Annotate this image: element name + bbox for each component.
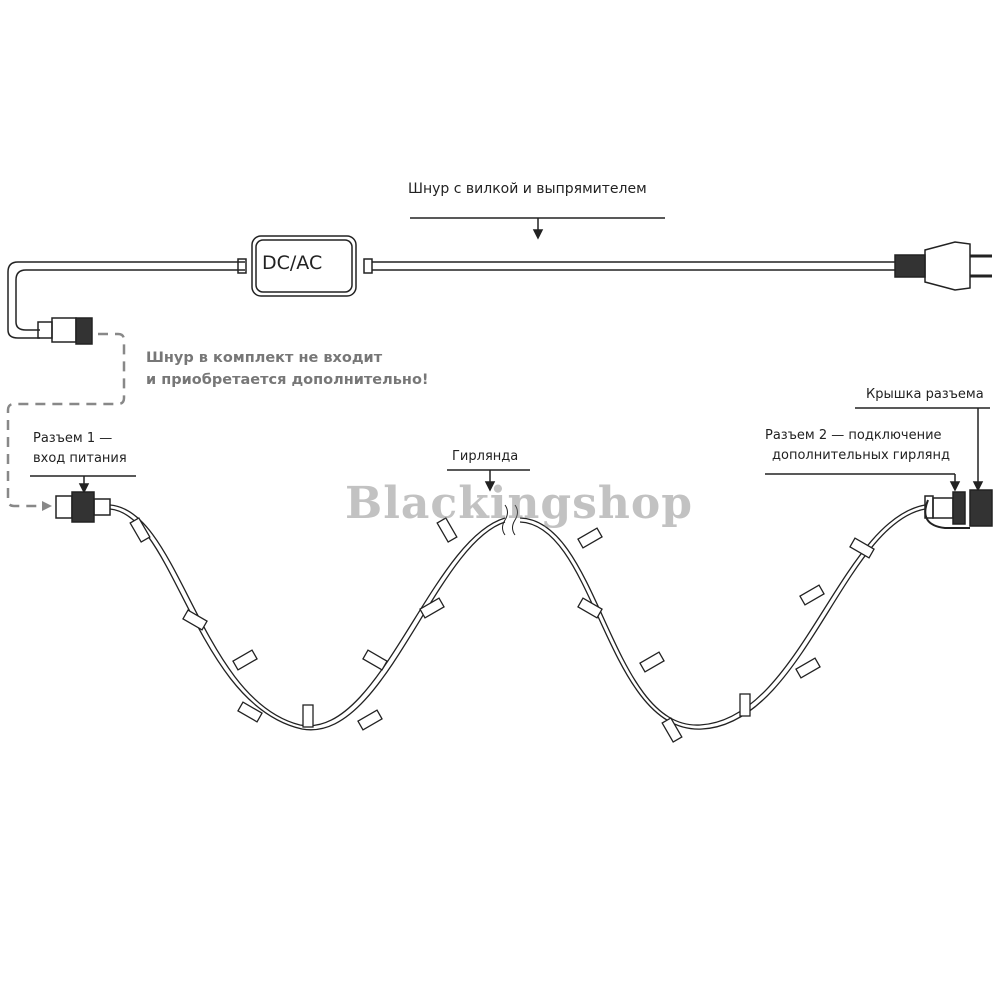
cord-connector-icon bbox=[37, 317, 93, 345]
rectifier-label: DC/AC bbox=[262, 252, 323, 274]
connector-2-label-line-1: Разъем 2 — подключение bbox=[765, 428, 942, 443]
bulb-icon bbox=[577, 597, 603, 619]
cap-label: Крышка разъема bbox=[866, 387, 984, 402]
bulb-icon bbox=[182, 609, 208, 631]
bulb-icon bbox=[232, 649, 258, 671]
garland-bulbs bbox=[129, 517, 875, 743]
garland-label: Гирлянда bbox=[452, 449, 519, 464]
bulb-icon bbox=[795, 657, 821, 679]
bulb-icon bbox=[237, 701, 263, 723]
connector-2-icon bbox=[924, 491, 966, 525]
rectifier-box bbox=[251, 235, 357, 297]
power-cord bbox=[7, 258, 895, 339]
garland-wire bbox=[109, 504, 926, 731]
connector-1-icon bbox=[55, 491, 111, 523]
connector-1-label-line-1: Разъем 1 — bbox=[33, 431, 113, 446]
bulb-icon bbox=[362, 649, 388, 671]
bulb-icon bbox=[129, 517, 151, 543]
plug-icon bbox=[894, 241, 992, 291]
connector-2-label-line-2: дополнительных гирлянд bbox=[772, 448, 950, 463]
bulb-icon bbox=[419, 597, 445, 619]
connector-cap-icon bbox=[924, 489, 993, 529]
bulb-icon bbox=[302, 704, 314, 728]
bulb-icon bbox=[639, 651, 665, 673]
cord-label: Шнур с вилкой и выпрямителем bbox=[408, 181, 647, 197]
note-line-2: и приобретается дополнительно! bbox=[146, 372, 429, 388]
bulb-icon bbox=[577, 527, 603, 549]
bulb-icon bbox=[849, 537, 875, 559]
note-line-1: Шнур в комплект не входит bbox=[146, 350, 383, 366]
bulb-icon bbox=[661, 717, 683, 743]
bulb-icon bbox=[739, 693, 751, 717]
connector-1-label-line-2: вход питания bbox=[33, 451, 127, 466]
bulb-icon bbox=[436, 517, 458, 543]
bulb-icon bbox=[357, 709, 383, 731]
watermark: Blackingshop bbox=[345, 478, 694, 529]
optional-cord-dashed-line bbox=[6, 332, 126, 508]
bulb-icon bbox=[799, 584, 825, 606]
